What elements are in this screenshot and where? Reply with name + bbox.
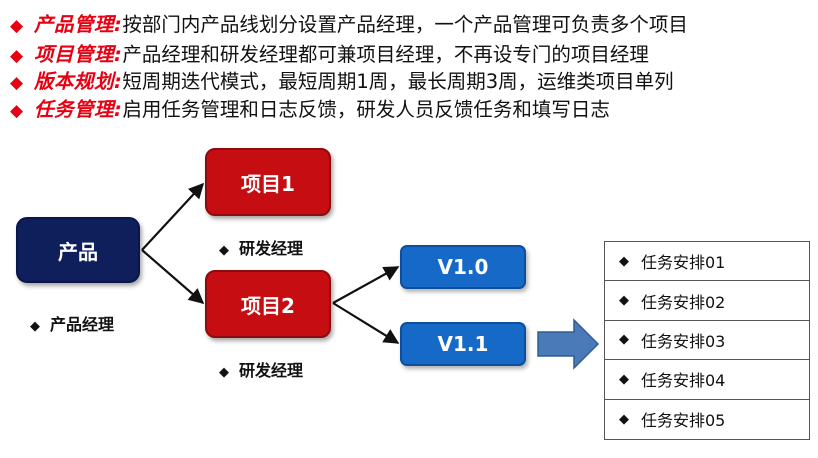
bullet-description: 短周期迭代模式，最短周期1周，最长周期3周，运维类项目单列 (122, 70, 674, 93)
product-role-label: 产品经理 (50, 315, 115, 334)
task-item-label: 任务安排05 (641, 411, 726, 431)
product-role-note: ◆ 产品经理 (30, 311, 114, 335)
product-node-label: 产品 (58, 239, 98, 264)
task-item-label: 任务安排02 (641, 292, 726, 312)
project2-role-label: 研发经理 (239, 361, 304, 380)
bullet-diamond-icon: ◆ (619, 332, 629, 348)
project2-node: 项目2 (205, 270, 331, 338)
bullet-term: 项目管理: (34, 43, 123, 66)
project1-role-label: 研发经理 (239, 239, 304, 258)
arrow-product-to-project2 (141, 249, 205, 305)
version-v10-label: V1.0 (437, 255, 489, 279)
bullet-term: 产品管理: (34, 13, 123, 36)
task-item: ◆ 任务安排05 (605, 400, 809, 439)
product-node: 产品 (16, 217, 140, 283)
bullet-term: 版本规划: (34, 70, 123, 93)
bullet-description: 按部门内产品线划分设置产品经理，一个产品管理可负责多个项目 (122, 13, 688, 36)
task-item-label: 任务安排01 (641, 253, 726, 273)
task-item: ◆ 任务安排01 (605, 242, 809, 282)
bullet-diamond-icon: ◆ (619, 371, 629, 387)
version-v10-node: V1.0 (400, 245, 526, 289)
bullet-diamond-icon: ◆ (10, 101, 24, 121)
bullet-description: 产品经理和研发经理都可兼项目经理，不再设专门的项目经理 (122, 43, 649, 66)
task-item: ◆ 任务安排02 (605, 281, 809, 321)
bullet-diamond-icon: ◆ (619, 293, 629, 309)
bullet-diamond-icon: ◆ (10, 46, 24, 66)
bullet-task-management: ◆ 任务管理:启用任务管理和日志反馈，研发人员反馈任务和填写日志 (10, 95, 610, 125)
bullet-diamond-icon: ◆ (619, 253, 629, 269)
bullet-term: 任务管理: (34, 98, 123, 121)
bullet-product-management: ◆ 产品管理:按部门内产品线划分设置产品经理，一个产品管理可负责多个项目 (10, 10, 688, 40)
project1-node-label: 项目1 (241, 171, 295, 196)
task-item: ◆ 任务安排04 (605, 360, 809, 400)
bullet-diamond-icon: ◆ (30, 319, 40, 334)
bullet-diamond-icon: ◆ (10, 73, 24, 93)
block-arrow-icon (537, 318, 600, 370)
task-list: ◆ 任务安排01 ◆ 任务安排02 ◆ 任务安排03 ◆ 任务安排04 ◆ 任务安排05 (604, 241, 810, 440)
task-item-label: 任务安排03 (641, 331, 726, 351)
project2-node-label: 项目2 (241, 293, 295, 318)
bullet-version-planning: ◆ 版本规划:短周期迭代模式，最短周期1周，最长周期3周，运维类项目单列 (10, 67, 674, 97)
bullet-project-management: ◆ 项目管理:产品经理和研发经理都可兼项目经理，不再设专门的项目经理 (10, 40, 649, 70)
bullet-diamond-icon: ◆ (619, 411, 629, 427)
version-v11-label: V1.1 (437, 332, 489, 356)
project1-role-note: ◆ 研发经理 (219, 235, 303, 259)
arrow-project2-to-v11 (332, 302, 400, 344)
bullet-diamond-icon: ◆ (219, 243, 229, 258)
project1-node: 项目1 (205, 148, 331, 216)
task-item-label: 任务安排04 (641, 371, 726, 391)
task-item: ◆ 任务安排03 (605, 321, 809, 361)
arrow-project2-to-v10 (332, 266, 400, 304)
arrow-product-to-project1 (141, 182, 205, 251)
project2-role-note: ◆ 研发经理 (219, 357, 303, 381)
bullet-diamond-icon: ◆ (10, 16, 24, 36)
bullet-description: 启用任务管理和日志反馈，研发人员反馈任务和填写日志 (122, 98, 610, 121)
bullet-diamond-icon: ◆ (219, 365, 229, 380)
version-v11-node: V1.1 (400, 322, 526, 366)
